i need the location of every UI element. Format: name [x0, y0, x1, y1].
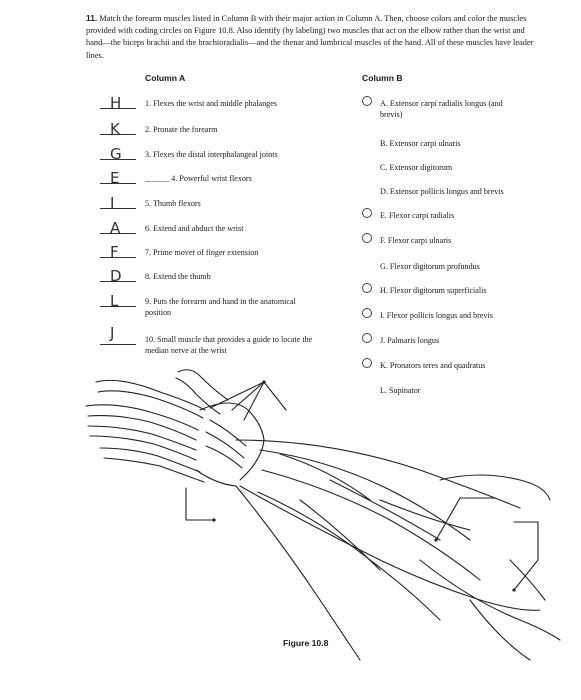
coding-circle[interactable] [362, 233, 372, 243]
column-b-heading: Column B [362, 73, 403, 83]
handwritten-answer: I [110, 194, 115, 212]
question-text: 11. Match the forearm muscles listed in … [86, 12, 536, 62]
action-text: 9. Puts the forearm and hand in the anat… [145, 297, 296, 317]
action-text: 7. Prime mover of finger extension [145, 248, 259, 257]
answer-blank[interactable]: E [100, 169, 136, 187]
handwritten-answer: L [110, 292, 119, 310]
action-text: 6. Extend and abduct the wrist [145, 224, 244, 233]
answer-blank[interactable]: L [100, 292, 136, 310]
figure-caption: Figure 10.8 [283, 638, 329, 648]
handwritten-answer: E [110, 169, 120, 187]
question-body: Match the forearm muscles listed in Colu… [86, 14, 534, 60]
answer-blank[interactable]: A [100, 219, 136, 237]
handwritten-answer: F [110, 243, 119, 261]
coding-circle[interactable] [362, 333, 372, 343]
muscle-text: L. Supinator [380, 386, 421, 395]
finger-outline [95, 379, 206, 411]
answer-blank[interactable]: G [100, 145, 136, 163]
coding-circle[interactable] [362, 358, 372, 368]
question-number: 11. [86, 13, 98, 23]
muscle-text: A. Extensor carpi radialis longus (and b… [380, 99, 503, 119]
handwritten-answer: K [110, 120, 120, 138]
handwritten-answer: A [110, 219, 121, 237]
action-text: 1. Flexes the wrist and middle phalanges [145, 99, 277, 108]
muscle-text: J. Palmaris longus [380, 336, 440, 345]
muscle-text: B. Extensor carpi ulnaris [380, 139, 461, 148]
muscle-text: C. Extensor digitorum [380, 163, 453, 172]
action-text: 2. Pronate the forearm [145, 125, 218, 134]
action-text: 10. Small muscle that provides a guide t… [145, 335, 313, 355]
handwritten-answer: H [110, 94, 122, 112]
coding-circle[interactable] [362, 96, 372, 106]
answer-blank[interactable]: J [100, 322, 136, 345]
handwritten-answer: D [110, 267, 122, 285]
muscle-text: H. Flexor digitorum superficialis [380, 286, 487, 295]
coding-circle[interactable] [362, 208, 372, 218]
muscle-text: G. Flexor digitorum profundus [380, 262, 480, 271]
muscle-text: K. Pronators teres and quadratus [380, 361, 486, 370]
action-text: ______ 4. Powerful wrist flexors [145, 174, 252, 183]
answer-blank[interactable]: K [100, 120, 136, 138]
forearm-muscle-illustration [85, 369, 561, 661]
answer-blank[interactable]: I [100, 194, 136, 212]
action-text: 8. Extend the thumb [145, 272, 211, 281]
handwritten-answer: J [110, 324, 115, 342]
muscle-text: D. Extensor pollicis longus and brevis [380, 187, 504, 196]
column-a-heading: Column A [145, 73, 186, 83]
coding-circle[interactable] [362, 308, 372, 318]
muscle-text: I. Flexor pollicis longus and brevis [380, 311, 493, 320]
coding-circle[interactable] [362, 283, 372, 293]
action-text: 3. Flexes the distal interphalangeal joi… [145, 150, 278, 159]
muscle-text: E. Flexor carpi radialis [380, 211, 455, 220]
answer-blank[interactable]: H [100, 94, 136, 112]
muscle-text: F. Flexor carpi ulnaris [380, 236, 452, 245]
action-text: 5. Thumb flexors [145, 199, 201, 208]
handwritten-answer: G [110, 145, 122, 163]
answer-blank[interactable]: F [100, 243, 136, 261]
answer-blank[interactable]: D [100, 267, 136, 285]
